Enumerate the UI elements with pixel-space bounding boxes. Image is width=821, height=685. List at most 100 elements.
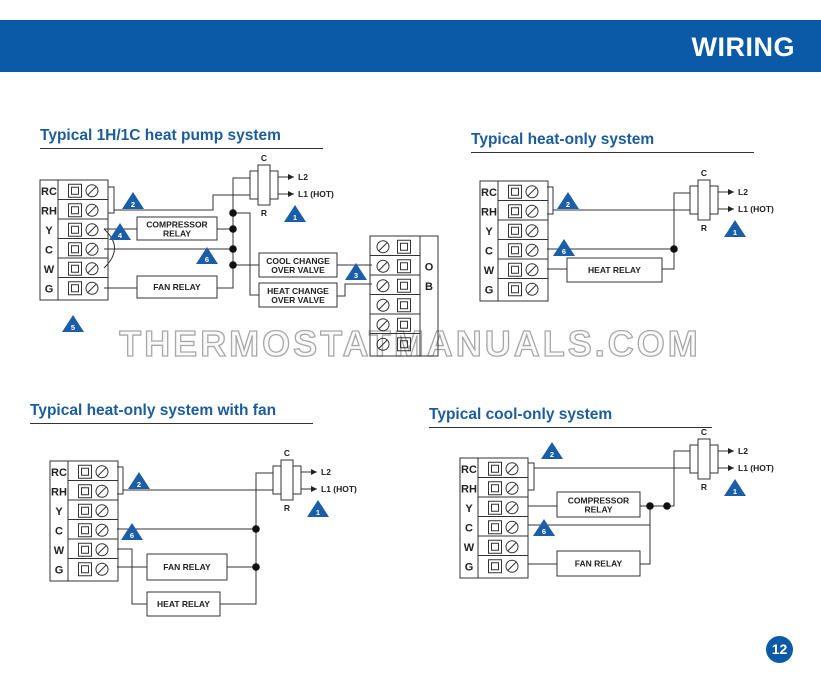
callout-number: 1 [316,508,320,517]
terminal-square-icon [68,183,82,198]
wire [220,472,273,605]
callout-number: 6 [542,527,546,536]
triangle-icon [724,220,746,237]
screw-icon [85,223,99,237]
transformer-coil [709,444,719,474]
terminal-square-inner [71,264,79,273]
terminal-square-icon [78,542,92,557]
screw-icon [85,242,99,256]
junction-dot [663,502,671,510]
heat-relay-label: HEAT RELAY [157,599,210,609]
screw-slot [527,187,537,197]
triangle-icon [122,192,144,209]
compressor-relay-label: COMPRESSOR [568,496,629,506]
callout-triangle: 6 [121,523,143,540]
heat-relay-frame [566,257,663,283]
terminal-square-inner [81,545,89,554]
screw-slot [527,284,537,294]
terminal-square-icon [68,242,82,257]
wire [117,548,147,605]
screw-icon [505,559,519,573]
heat-changeover-valve-frame [258,282,338,308]
junction-dot [252,525,260,533]
terminal-square-inner [71,225,79,234]
terminal-label: RC [51,467,67,479]
watermark: THERMOSTATMANUALS.COM [119,323,701,364]
l1-label: L1 (HOT) [738,204,774,214]
junction-dot [229,209,237,217]
block-inner [57,179,109,301]
screw-slot [87,244,97,254]
heading-heat-only-fan: Typical heat-only system with fan [30,402,313,424]
screw-icon [505,520,519,534]
terminal-square-icon [78,523,92,538]
screw-slot [527,245,537,255]
transformer-coil [269,170,279,200]
triangle-icon [284,205,306,222]
transformer-coil [689,444,699,474]
block-inner [497,180,549,302]
terminal-square-inner [400,281,408,290]
wire [233,212,259,296]
callout-number: 6 [130,531,134,540]
arrow-icon [311,469,317,475]
arrow-icon [728,465,734,471]
screw-slot [97,545,107,555]
terminal-square-inner [491,523,499,532]
screw-icon [505,540,519,554]
callout-triangle: 1 [724,220,746,237]
callout-number: 2 [566,200,570,209]
screw-icon [376,240,390,254]
transformer-coil [249,170,259,200]
terminal-square-icon [68,203,82,218]
heading-heat-only: Typical heat-only system [471,131,754,153]
terminal-square-inner [81,526,89,535]
screw-icon [85,262,99,276]
callout-number: 1 [733,228,737,237]
screw-icon [505,481,519,495]
transformer-core [697,179,711,221]
terminal-label: C [55,525,63,537]
callout-number: 1 [293,213,297,222]
terminal-label: RH [461,483,477,495]
page-title: WIRING [691,32,795,62]
screw-slot [87,225,97,235]
screw-icon [376,318,390,332]
screw-icon [525,185,539,199]
callout-number: 3 [354,271,358,280]
terminal-square-inner [400,320,408,329]
screw-slot [507,503,517,513]
fan-relay: FAN RELAY [556,550,641,577]
terminal-square-inner [400,301,408,310]
junction-dot [229,261,237,269]
terminal-square-inner [511,265,519,274]
triangle-icon [345,263,367,280]
heat-changeover-valve-label: OVER VALVE [271,295,325,305]
terminal-square-icon [508,282,522,297]
terminal-square-icon [68,261,82,276]
heading-cool-only: Typical cool-only system [429,406,712,428]
callout-triangle: 6 [533,519,555,536]
screw-icon [525,282,539,296]
terminal-label: RC [41,186,57,198]
screw-slot [87,205,97,215]
terminal-square-icon [397,278,411,293]
screw-slot [378,281,388,291]
terminal-square-icon [68,281,82,296]
terminal-square-icon [397,239,411,254]
transformer-coil [709,185,719,215]
terminal-square-inner [81,506,89,515]
screw-icon [505,501,519,515]
fan-relay-label: FAN RELAY [163,562,211,572]
wire [117,466,124,495]
screw-icon [95,543,109,557]
terminal-square-icon [78,562,92,577]
terminal-square-inner [71,245,79,254]
